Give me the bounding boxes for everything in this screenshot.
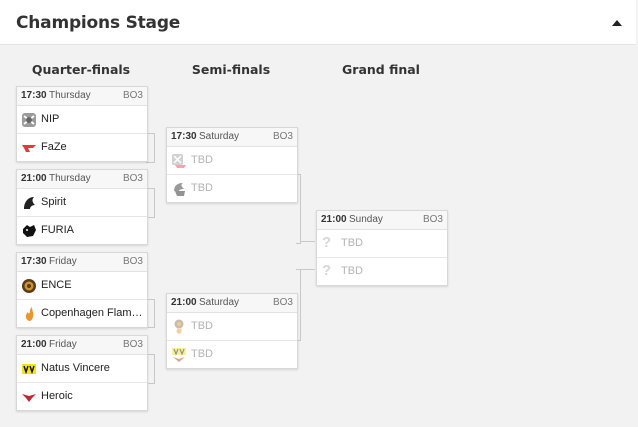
team-name: FaZe — [41, 141, 67, 153]
match-header: 17:30 Friday BO3 — [17, 253, 147, 272]
team-row-tbd[interactable]: ? TBD — [317, 257, 447, 285]
bracket-connector — [296, 174, 301, 244]
match-header: 21:00 Saturday BO3 — [167, 294, 297, 313]
match-time: 21:00 — [21, 173, 47, 184]
team-row[interactable]: Copenhagen Flam… — [17, 299, 147, 327]
bracket-connector — [300, 241, 315, 242]
match-header: 21:00 Thursday BO3 — [17, 170, 147, 189]
team-row[interactable]: NIP — [17, 106, 147, 133]
bracket-connector — [296, 269, 301, 341]
spirit-furia-faded-logo-icon — [174, 183, 185, 196]
spirit-logo-icon — [24, 197, 35, 209]
team-name: FURIA — [41, 224, 74, 236]
team-name: ENCE — [41, 279, 72, 291]
match-day: Friday — [49, 256, 77, 267]
match-header: 21:00 Sunday BO3 — [317, 211, 447, 230]
copenhagen-flames-logo-icon — [25, 307, 34, 321]
match-day: Friday — [49, 339, 77, 350]
match-card-quarterfinal-1[interactable]: 17:30 Thursday BO3 NIP FaZe — [16, 86, 148, 162]
column-heading-grand-final: Grand final — [342, 62, 420, 77]
team-name: TBD — [341, 265, 363, 277]
team-row[interactable]: Heroic — [17, 382, 147, 410]
match-format: BO3 — [272, 297, 293, 308]
question-mark-icon: ? — [322, 262, 332, 279]
team-name: TBD — [341, 237, 363, 249]
team-name: Heroic — [41, 390, 73, 402]
match-card-semifinal-1[interactable]: 17:30 Saturday BO3 TBD TBD — [166, 127, 298, 203]
match-header: 17:30 Thursday BO3 — [17, 87, 147, 106]
bracket-connector — [146, 354, 155, 384]
team-name: TBD — [191, 320, 213, 332]
nip-faze-faded-logo-icon — [172, 154, 186, 168]
team-name: TBD — [191, 348, 213, 360]
match-header: 17:30 Saturday BO3 — [167, 128, 297, 147]
match-day: Sunday — [349, 214, 383, 225]
match-format: BO3 — [122, 339, 143, 350]
bracket-connector — [146, 133, 155, 163]
faze-logo-icon — [22, 145, 36, 152]
match-time: 17:30 — [21, 256, 47, 267]
heroic-logo-icon — [22, 394, 36, 402]
team-row[interactable]: Spirit — [17, 189, 147, 216]
match-day: Saturday — [199, 131, 240, 142]
match-card-quarterfinal-3[interactable]: 17:30 Friday BO3 ENCE Copenhagen Flam… — [16, 252, 148, 328]
team-row-tbd[interactable]: TBD — [167, 340, 297, 368]
question-mark-icon: ? — [322, 234, 332, 251]
match-format: BO3 — [122, 256, 143, 267]
match-day: Thursday — [49, 173, 91, 184]
match-time: 17:30 — [21, 90, 47, 101]
match-card-semifinal-2[interactable]: 21:00 Saturday BO3 TBD TBD — [166, 293, 298, 369]
match-day: Thursday — [49, 90, 91, 101]
team-name: Copenhagen Flam… — [41, 307, 143, 319]
team-row-tbd[interactable]: TBD — [167, 313, 297, 340]
column-heading-quarterfinals: Quarter-finals — [31, 62, 131, 77]
team-row[interactable]: ENCE — [17, 272, 147, 299]
collapse-caret-icon[interactable] — [612, 20, 622, 26]
match-card-quarterfinal-4[interactable]: 21:00 Friday BO3 Natus Vincere Heroic — [16, 335, 148, 411]
match-day: Saturday — [199, 297, 240, 308]
bracket-connector — [300, 269, 315, 270]
team-row[interactable]: Natus Vincere — [17, 355, 147, 382]
team-name: NIP — [41, 113, 60, 125]
nip-logo-icon — [22, 113, 36, 127]
stage-title: Champions Stage — [16, 13, 181, 33]
team-name: Natus Vincere — [41, 362, 110, 374]
match-format: BO3 — [272, 131, 293, 142]
ence-logo-icon — [22, 279, 36, 293]
team-name: Spirit — [41, 196, 67, 208]
match-time: 17:30 — [171, 131, 197, 142]
navi-heroic-faded-logo-icon — [172, 348, 186, 362]
team-row-tbd[interactable]: ? TBD — [317, 230, 447, 257]
match-format: BO3 — [422, 214, 443, 225]
team-row[interactable]: FaZe — [17, 133, 147, 161]
column-heading-semifinals: Semi-finals — [191, 62, 271, 77]
furia-logo-icon — [23, 225, 36, 237]
team-name: TBD — [191, 154, 213, 166]
match-header: 21:00 Friday BO3 — [17, 336, 147, 355]
match-format: BO3 — [122, 173, 143, 184]
match-time: 21:00 — [171, 297, 197, 308]
match-format: BO3 — [122, 90, 143, 101]
match-time: 21:00 — [321, 214, 347, 225]
match-time: 21:00 — [21, 339, 47, 350]
match-card-grand-final[interactable]: 21:00 Sunday BO3 ? TBD ? TBD — [316, 210, 448, 286]
natus-vincere-logo-icon — [22, 364, 36, 375]
team-row-tbd[interactable]: TBD — [167, 147, 297, 174]
team-row-tbd[interactable]: TBD — [167, 174, 297, 202]
ence-copenhagen-faded-logo-icon — [174, 319, 184, 334]
team-name: TBD — [191, 182, 213, 194]
bracket-connector — [146, 299, 155, 328]
bracket-connector — [146, 188, 155, 218]
match-card-quarterfinal-2[interactable]: 21:00 Thursday BO3 Spirit FURIA — [16, 169, 148, 245]
stage-header[interactable]: Champions Stage — [0, 0, 636, 45]
team-row[interactable]: FURIA — [17, 216, 147, 244]
